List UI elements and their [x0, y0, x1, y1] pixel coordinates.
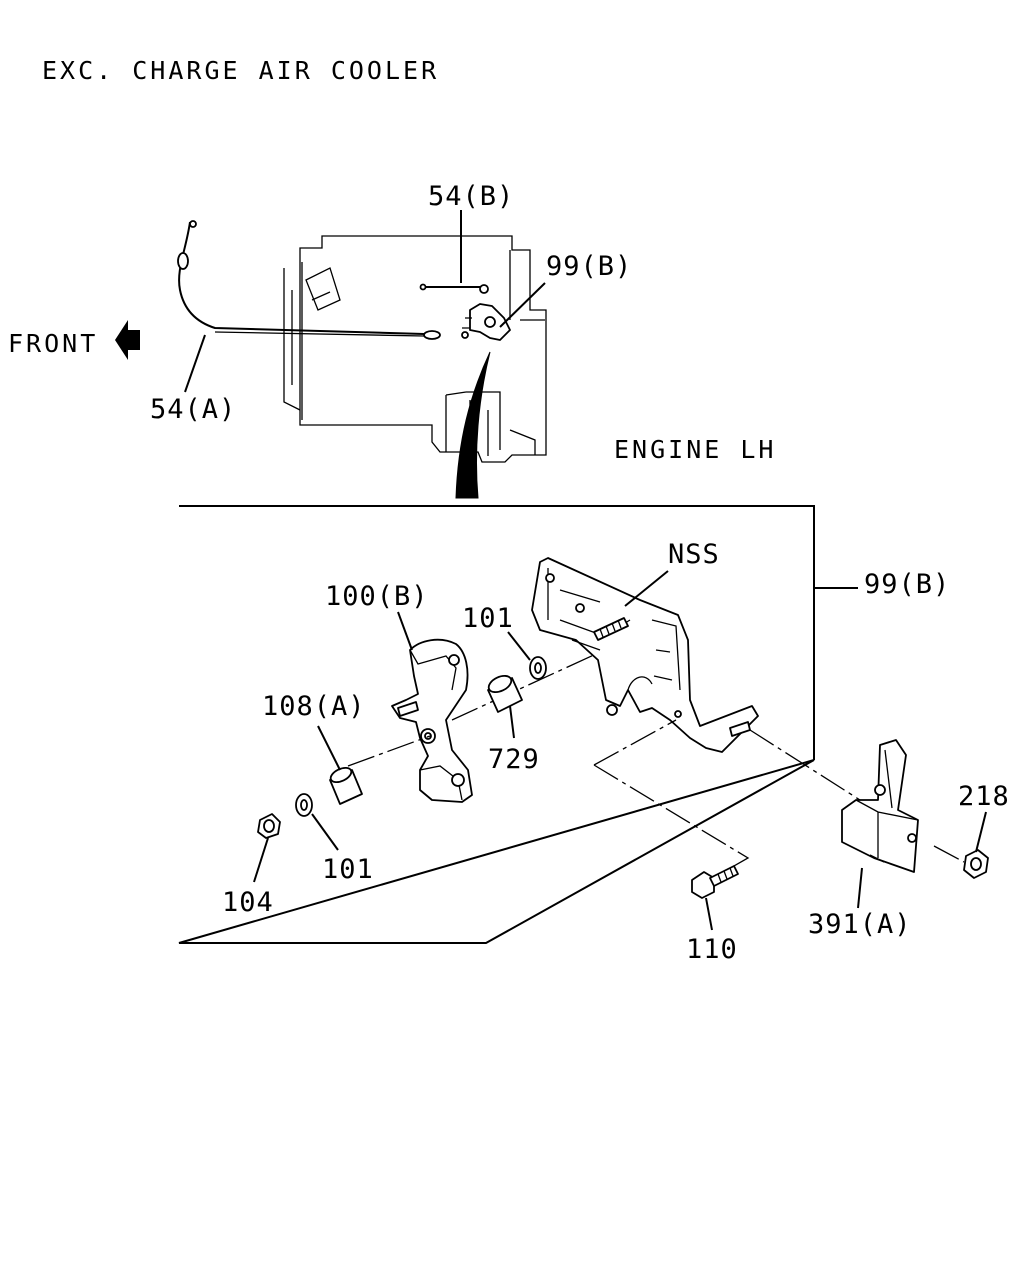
- leader-100b: [397, 611, 413, 651]
- callout-218: 218: [958, 781, 1010, 812]
- axis-218: [933, 845, 965, 863]
- nut-104: [257, 813, 281, 839]
- leader-391a: [857, 867, 863, 909]
- callout-101-lower: 101: [322, 854, 374, 885]
- arrow-left-icon: [115, 320, 140, 360]
- view-label: ENGINE LH: [614, 435, 776, 464]
- callout-nss: NSS: [668, 539, 720, 570]
- leader-99b-top: [499, 282, 546, 328]
- axis-right: [749, 729, 861, 801]
- callout-54a: 54(A): [150, 394, 236, 425]
- collar-108a: [329, 766, 363, 805]
- callout-99b-top: 99(B): [546, 251, 632, 282]
- leader-nss: [624, 570, 669, 607]
- callout-99b-box: 99(B): [864, 569, 950, 600]
- callout-101-upper: 101: [462, 603, 514, 634]
- leader-108a: [317, 725, 341, 771]
- leader-729: [509, 705, 515, 739]
- callout-54b: 54(B): [428, 181, 514, 212]
- washer-101-upper: [529, 656, 547, 680]
- bolt-110: [691, 865, 739, 899]
- callout-729: 729: [488, 744, 540, 775]
- leader-110: [705, 897, 713, 931]
- leader-101-lower: [311, 813, 339, 851]
- washer-101-lower: [295, 793, 313, 817]
- callout-391a: 391(A): [808, 909, 912, 940]
- leader-101-upper: [507, 631, 531, 661]
- leader-54a: [184, 334, 206, 393]
- axis-upper: [451, 653, 597, 721]
- callout-100b: 100(B): [325, 581, 429, 612]
- callout-104: 104: [222, 887, 274, 918]
- front-label: FRONT: [8, 329, 98, 358]
- axis-lower: [347, 735, 431, 767]
- bracket-391a: [841, 739, 919, 873]
- lever-assembly: [391, 638, 473, 803]
- nut-218: [963, 849, 989, 879]
- diagram-caption: EXC. CHARGE AIR COOLER: [42, 56, 439, 85]
- callout-110: 110: [686, 934, 738, 965]
- detail-frame: [178, 505, 815, 944]
- leader-104: [253, 837, 269, 883]
- main-bracket: [531, 557, 759, 753]
- collar-729: [487, 674, 523, 713]
- leader-218: [975, 811, 987, 853]
- callout-108a: 108(A): [262, 691, 366, 722]
- engine-overview: [177, 220, 547, 499]
